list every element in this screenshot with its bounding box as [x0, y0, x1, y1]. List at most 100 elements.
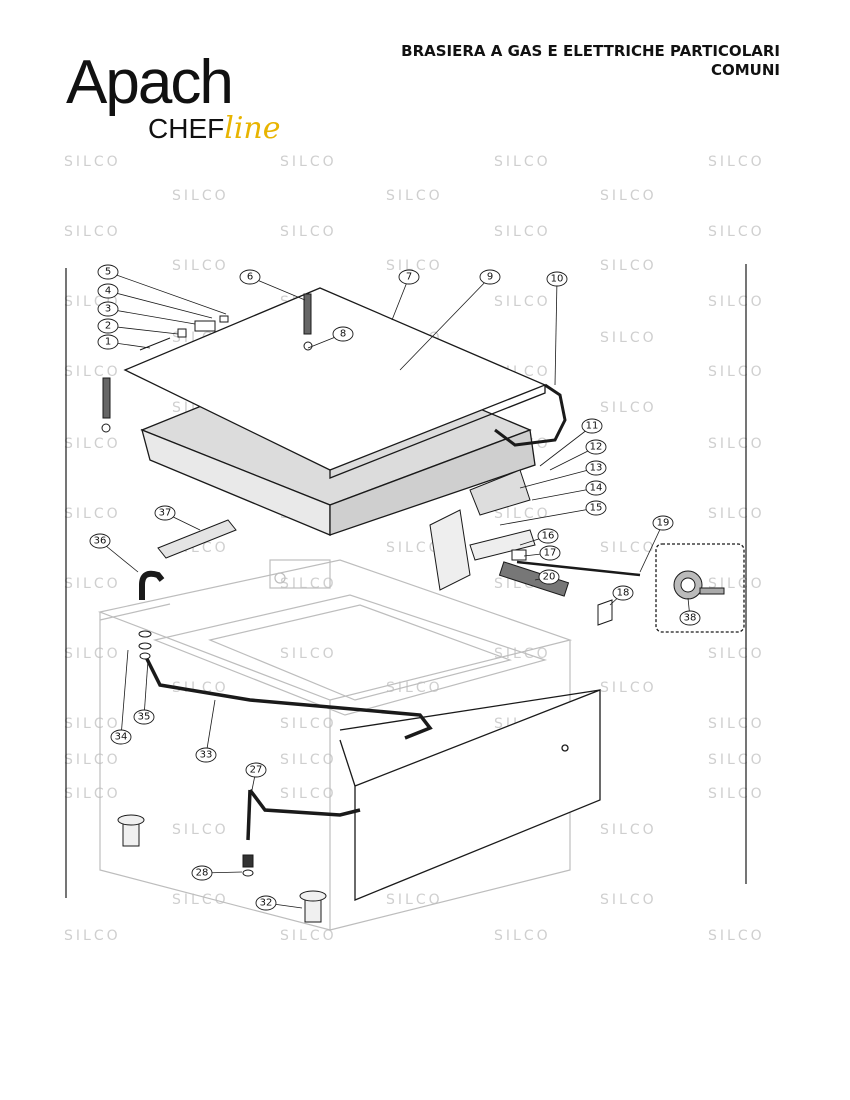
watermark-text: SILCO — [600, 400, 657, 416]
page-title-line-2: COMUNI — [710, 61, 780, 79]
callout-leader-11 — [539, 425, 593, 467]
callout-27: 27 — [245, 762, 267, 778]
watermark-text: SILCO — [386, 188, 443, 204]
callout-number: 4 — [105, 286, 111, 297]
watermark-text: SILCO — [64, 364, 121, 380]
callout-14: 14 — [585, 480, 607, 496]
callout-bubble — [612, 585, 634, 601]
watermark-text: SILCO — [64, 786, 121, 802]
tension-spring — [498, 561, 570, 597]
watermark-text: SILCO — [280, 576, 337, 592]
callout-number: 27 — [250, 765, 263, 776]
callout-number: 17 — [544, 548, 557, 559]
callout-bubble — [585, 480, 607, 496]
callout-number: 14 — [590, 483, 603, 494]
callout-bubble — [239, 269, 261, 285]
callout-number: 32 — [260, 898, 273, 909]
watermark-text: SILCO — [386, 540, 443, 556]
watermark-text: SILCO — [494, 646, 551, 662]
callout-bubble — [585, 439, 607, 455]
callout-32: 32 — [255, 895, 277, 911]
watermark-text: SILCO — [280, 646, 337, 662]
callout-33: 33 — [195, 747, 217, 763]
callout-bubble — [89, 533, 111, 549]
callout-bubble — [585, 460, 607, 476]
callout-bubble — [546, 271, 568, 287]
callout-2: 2 — [97, 318, 119, 334]
watermark-text: SILCO — [280, 224, 337, 240]
callout-bubble — [539, 545, 561, 561]
callout-bubble — [245, 762, 267, 778]
callout-leader-9 — [399, 276, 491, 371]
watermark-text: SILCO — [64, 576, 121, 592]
callout-leader-3 — [107, 308, 196, 325]
watermark-text: SILCO — [64, 506, 121, 522]
watermark-text: SILCO — [64, 752, 121, 768]
gas-pipes — [139, 570, 433, 841]
callout-number: 15 — [590, 503, 603, 514]
page-title: BRASIERA A GAS E ELETTRICHE PARTICOLARI … — [320, 42, 780, 80]
lid — [123, 287, 567, 479]
callout-number: 9 — [487, 272, 493, 283]
callout-37: 37 — [154, 505, 176, 521]
callout-38: 38 — [679, 610, 701, 626]
callout-number: 1 — [105, 337, 111, 348]
callout-bubble — [332, 326, 354, 342]
watermark-text: SILCO — [708, 716, 765, 732]
callout-number: 18 — [617, 588, 630, 599]
callout-1: 1 — [97, 334, 119, 350]
watermark-text: SILCO — [600, 892, 657, 908]
watermark-text: SILCO — [708, 436, 765, 452]
watermark-text: SILCO — [64, 646, 121, 662]
callout-bubble — [97, 318, 119, 334]
callout-leader-4 — [107, 290, 213, 319]
callout-bubble — [154, 505, 176, 521]
callout-number: 37 — [159, 508, 172, 519]
callout-35: 35 — [133, 709, 155, 725]
callout-number: 19 — [657, 518, 670, 529]
callout-bubble — [97, 334, 119, 350]
callout-8: 8 — [332, 326, 354, 342]
callout-bubble — [537, 528, 559, 544]
callout-leader-6 — [249, 276, 306, 301]
callout-bubble — [255, 895, 277, 911]
watermark-text: SILCO — [708, 364, 765, 380]
watermark-text: SILCO — [280, 716, 337, 732]
callout-number: 35 — [138, 712, 151, 723]
callout-19: 19 — [652, 515, 674, 531]
callout-15: 15 — [585, 500, 607, 516]
callout-18: 18 — [612, 585, 634, 601]
watermark-text: SILCO — [494, 928, 551, 944]
watermark-text: SILCO — [64, 716, 121, 732]
watermark-text: SILCO — [600, 258, 657, 274]
callout-number: 16 — [542, 531, 555, 542]
callout-11: 11 — [581, 418, 603, 434]
callout-leader-5 — [107, 271, 227, 315]
callout-leader-33 — [205, 699, 216, 756]
callout-bubble — [97, 301, 119, 317]
callout-number: 28 — [196, 868, 209, 879]
watermark-text: SILCO — [494, 506, 551, 522]
logo-script-text: line — [224, 111, 281, 146]
grille — [157, 519, 237, 559]
callout-number: 5 — [105, 267, 111, 278]
callout-bubble — [97, 283, 119, 299]
callout-number: 10 — [551, 274, 564, 285]
callout-number: 20 — [543, 572, 556, 583]
callout-36: 36 — [89, 533, 111, 549]
watermark-text: SILCO — [280, 928, 337, 944]
watermark-text: SILCO — [386, 892, 443, 908]
watermark-text: SILCO — [600, 330, 657, 346]
callout-bubble — [479, 269, 501, 285]
callout-28: 28 — [191, 865, 213, 881]
watermark-text: SILCO — [708, 224, 765, 240]
watermark-text: SILCO — [172, 892, 229, 908]
callout-number: 36 — [94, 536, 107, 547]
callout-bubble — [110, 729, 132, 745]
callout-bubble — [652, 515, 674, 531]
callout-bubble — [398, 269, 420, 285]
callout-number: 7 — [406, 272, 412, 283]
callout-bubble — [679, 610, 701, 626]
watermark-text: SILCO — [172, 188, 229, 204]
